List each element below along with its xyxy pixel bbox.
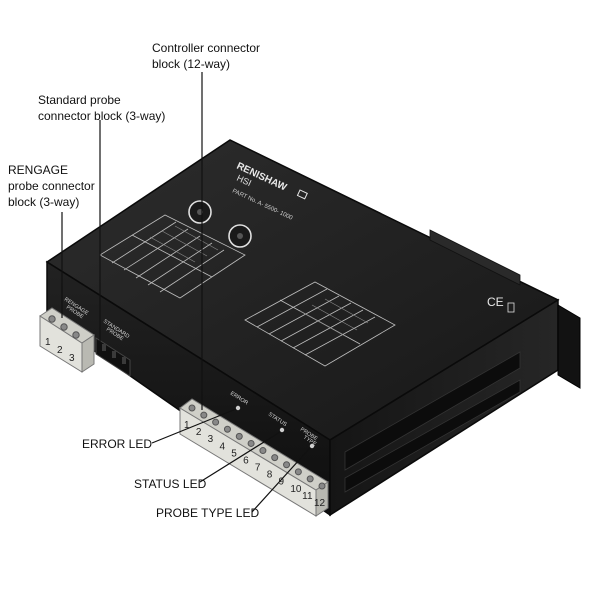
leader-probe-type-led (251, 447, 311, 513)
controller-terminal-screw[interactable] (235, 432, 243, 440)
controller-terminal-screw[interactable] (306, 475, 314, 483)
leader-status-led (199, 431, 281, 483)
controller-terminal-number: 4 (219, 441, 225, 452)
side-rail (557, 304, 581, 389)
probe-type-led-callout: PROBE TYPE LED (156, 506, 260, 520)
top-label-table (99, 214, 396, 367)
controller-terminal-screw[interactable] (223, 425, 231, 433)
controller-terminal-number: 9 (279, 477, 285, 488)
error-led-callout: ERROR LED (82, 437, 153, 451)
status-led-callout: STATUS LED (134, 477, 207, 491)
controller-connector-callout: Controller connector block (12-way) (152, 41, 261, 71)
status-led (279, 427, 285, 433)
rengage-connector-block[interactable] (39, 307, 95, 373)
rengage-terminal-number: 2 (57, 345, 63, 356)
controller-terminal-number: 1 (184, 420, 190, 431)
controller-terminal-screw[interactable] (271, 454, 279, 462)
controller-terminal-number: 7 (255, 463, 261, 474)
controller-terminal-number: 5 (231, 448, 237, 459)
standard-probe-connector-block[interactable] (95, 337, 131, 377)
controller-terminal-number: 2 (196, 427, 202, 438)
top-label-lines (149, 225, 369, 337)
controller-terminal-number: 12 (314, 498, 326, 509)
rengage-terminal-number: 3 (69, 353, 75, 364)
top-screw-2-inner (237, 233, 243, 239)
controller-terminal-screw[interactable] (200, 411, 208, 419)
recycle-mark (507, 302, 515, 313)
controller-terminal-screw[interactable] (212, 418, 220, 426)
error-led (235, 405, 241, 411)
probe-type-led (309, 443, 315, 449)
controller-terminal-number: 10 (290, 484, 302, 495)
controller-terminal-screw[interactable] (259, 447, 267, 455)
controller-terminal-number: 6 (243, 455, 249, 466)
brand-logo-mark (296, 189, 308, 200)
leader-lines (61, 72, 311, 513)
controller-terminal-number: 11 (302, 491, 313, 502)
rengage-terminal-numbers: 123 (45, 337, 75, 364)
controller-terminal-screw[interactable] (318, 482, 326, 490)
controller-terminal-number: 8 (267, 470, 273, 481)
rengage-probe-callout: RENGAGE probe connector block (3-way) (8, 163, 95, 209)
controller-terminal-screw[interactable] (294, 468, 302, 476)
side-slot-lower (344, 379, 521, 493)
controller-connector-block[interactable] (179, 398, 329, 517)
controller-terminal-screw[interactable] (283, 461, 291, 469)
rengage-terminal-number: 1 (45, 337, 51, 348)
controller-terminal-number: 3 (208, 434, 214, 445)
ce-mark: CE (487, 295, 504, 309)
controller-terminal-screw[interactable] (247, 439, 255, 447)
standard-probe-callout: Standard probe connector block (3-way) (38, 93, 166, 123)
side-slot-upper (344, 351, 521, 471)
rear-rail (429, 229, 521, 286)
controller-terminal-screw[interactable] (188, 404, 196, 412)
leader-error-led (151, 408, 237, 444)
